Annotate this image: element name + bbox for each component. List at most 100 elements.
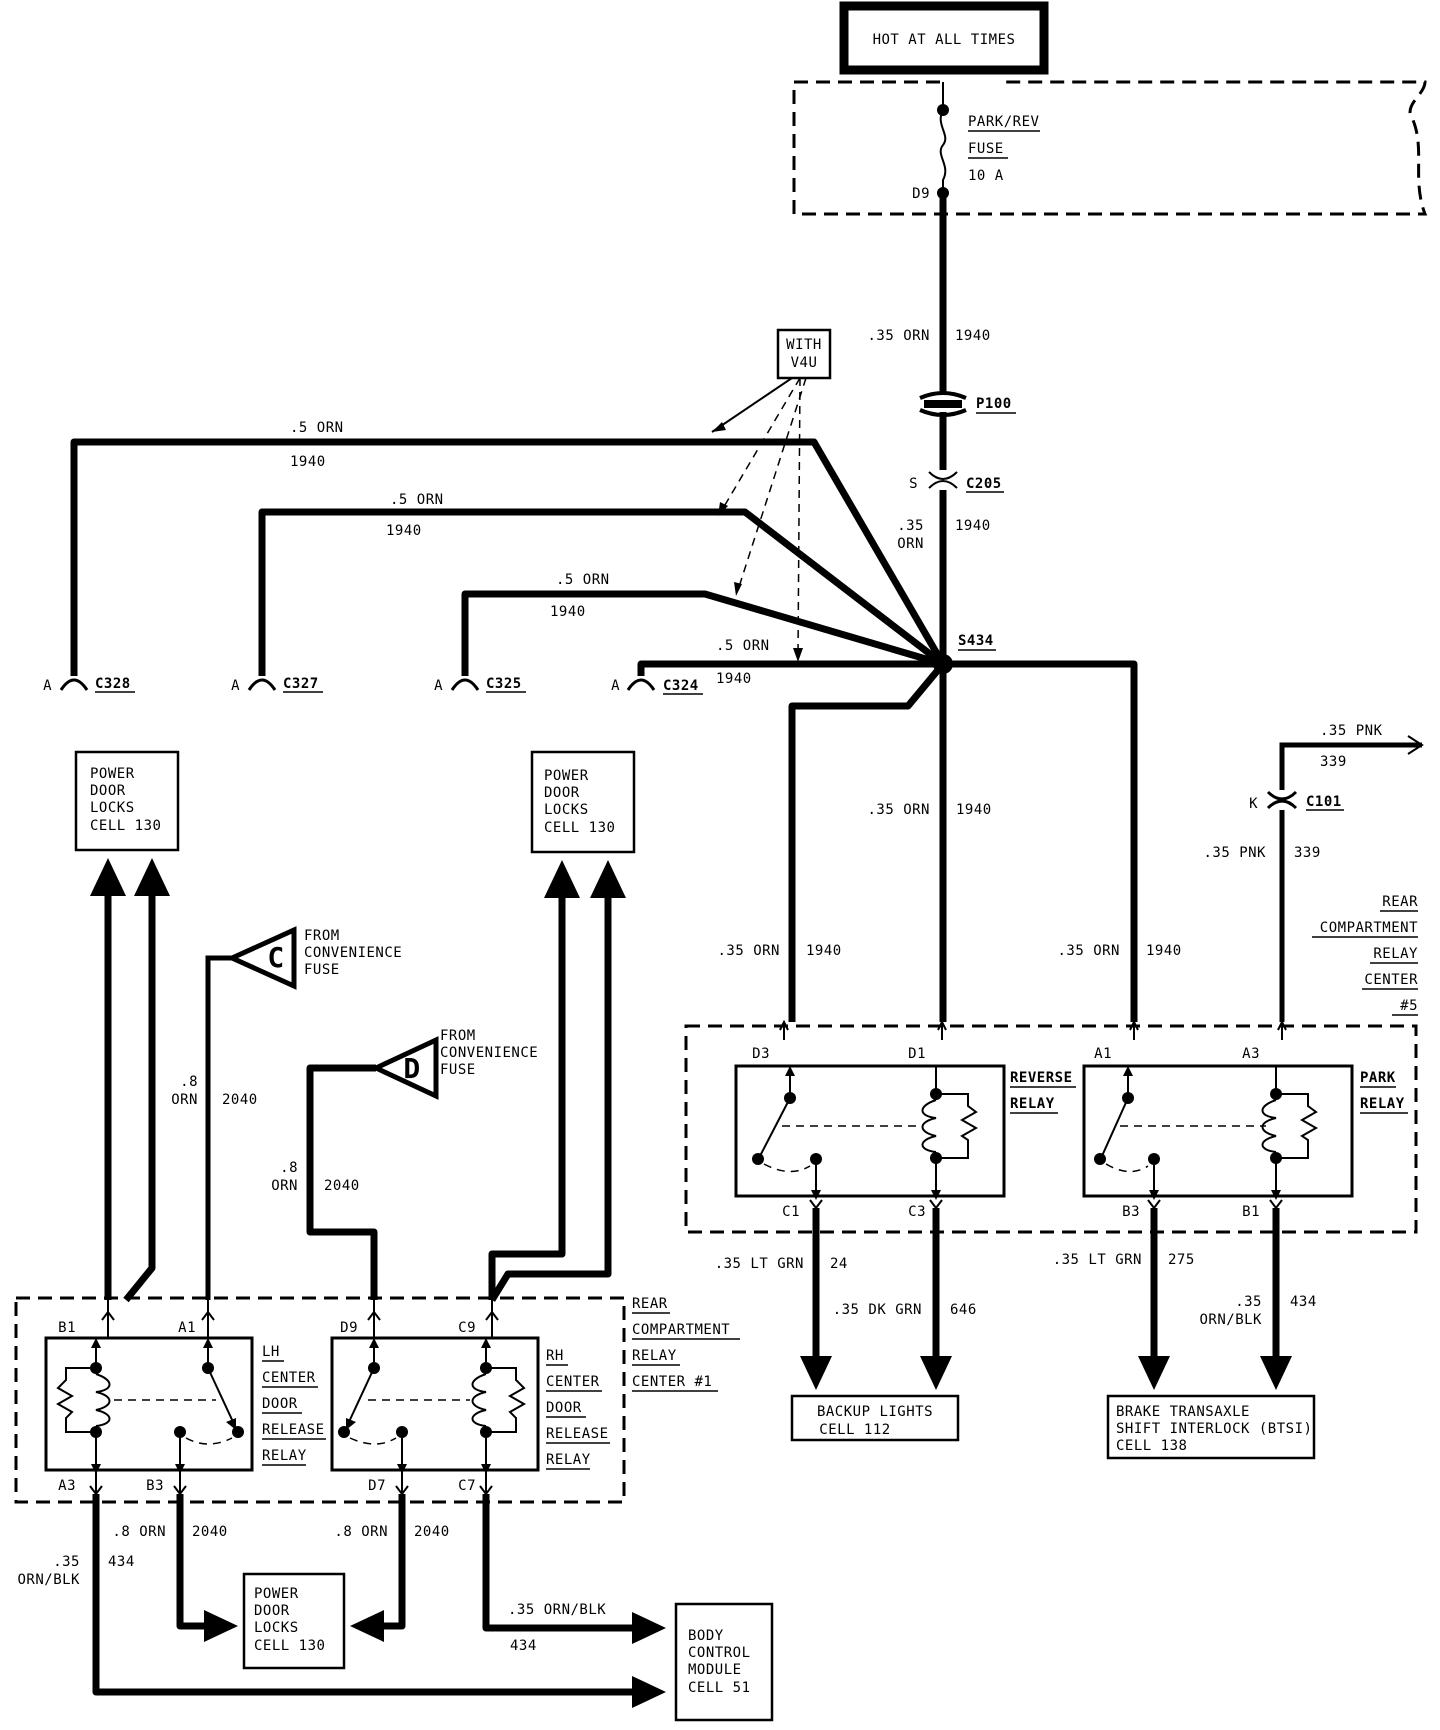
connector-c328: C328	[95, 676, 131, 692]
lh-relay-line1: LH	[262, 1344, 280, 1360]
rh-relay-line1: RH	[546, 1348, 564, 1364]
main-lower-gauge-1: .35	[897, 518, 924, 534]
fuse-word: FUSE	[968, 141, 1004, 157]
b3-out-gauge-l: .8 ORN	[112, 1524, 166, 1540]
branch-c324-circuit: 1940	[716, 671, 752, 687]
conv-c-gauge2: ORN	[171, 1092, 198, 1108]
b1-out-circuit: 434	[1290, 1294, 1317, 1310]
branch-c327: .5 ORN 1940 A C327	[231, 492, 946, 694]
lh-pin-b3: B3	[146, 1478, 164, 1494]
park-pin-a1: A1	[1094, 1046, 1112, 1062]
lh-relay-line5: RELAY	[262, 1448, 307, 1464]
pdl-tr-line4: CELL 130	[544, 820, 615, 836]
c3-out-gauge: .35 DK GRN	[833, 1302, 922, 1318]
rh-relay-line4: RELEASE	[546, 1426, 609, 1442]
rh-pin-c9: C9	[458, 1320, 476, 1336]
rh-pin-c7: C7	[458, 1478, 476, 1494]
a3-out-circuit: 434	[108, 1554, 135, 1570]
pdl-tl-line1: POWER	[90, 766, 135, 782]
rc1-line4: CENTER #1	[632, 1374, 712, 1390]
lh-pin-a3: A3	[58, 1478, 76, 1494]
arrows-to-pdl	[90, 858, 626, 1303]
fuse-rating: 10 A	[968, 168, 1004, 184]
c3-out-circuit: 646	[950, 1302, 977, 1318]
c205-prefix: S	[909, 476, 918, 492]
conv-d-line2: CONVENIENCE	[440, 1045, 538, 1061]
relay-center-1: REAR COMPARTMENT RELAY CENTER #1 B1 A1 A…	[14, 1296, 740, 1504]
pnk-top-gauge: .35 PNK	[1320, 723, 1383, 739]
option-line1: WITH	[786, 337, 822, 353]
conv-d-line1: FROM	[440, 1028, 476, 1044]
rh-pin-d9: D9	[340, 1320, 358, 1336]
b3-out-circuit-l: 2040	[192, 1524, 228, 1540]
bcm-line1: BODY	[688, 1628, 724, 1644]
backup-line2: CELL 112	[819, 1422, 890, 1438]
c7-out-gauge: .35 ORN/BLK	[508, 1602, 606, 1618]
pdl-tl-line2: DOOR	[90, 783, 126, 799]
rc5-line3: RELAY	[1373, 946, 1418, 962]
c205-label: C205	[966, 476, 1002, 492]
a3-out-gauge1: .35	[53, 1554, 80, 1570]
c1-out-circuit: 24	[830, 1256, 848, 1272]
branch-c328-pin: A	[43, 678, 52, 694]
conv-d-gauge1: .8	[280, 1160, 298, 1176]
p100-label: P100	[976, 396, 1012, 412]
lh-relay-line2: CENTER	[262, 1370, 316, 1386]
conv-c-circuit: 2040	[222, 1092, 258, 1108]
center-drop-circuit: 1940	[956, 802, 992, 818]
d3-wire-circuit: 1940	[806, 943, 842, 959]
branch-c327-circuit: 1940	[386, 523, 422, 539]
branch-c325-circuit: 1940	[550, 604, 586, 620]
pdl-tr-line3: LOCKS	[544, 802, 589, 818]
btsi-box	[1106, 1394, 1316, 1460]
connector-p100: P100	[919, 391, 1016, 417]
conv-fuse-c: C FROM CONVENIENCE FUSE .8 ORN 2040	[171, 926, 402, 1300]
relay-center-5: REAR COMPARTMENT RELAY CENTER #5 D3 D1 C…	[684, 894, 1418, 1460]
backup-lights-box	[790, 1394, 960, 1442]
park-pin-b1: B1	[1242, 1204, 1260, 1220]
c1-out-gauge: .35 LT GRN	[715, 1256, 804, 1272]
splice-label: S434	[958, 633, 994, 649]
lh-pin-b1: B1	[58, 1320, 76, 1336]
fuse-block: PARK/REV FUSE 10 A D9	[792, 80, 1428, 216]
branch-c327-pin: A	[231, 678, 240, 694]
d3-wire-gauge: .35 ORN	[717, 943, 780, 959]
bcm-line3: MODULE	[688, 1662, 742, 1678]
connector-c327: C327	[283, 676, 319, 692]
rh-relay: D9 C9 D7 C7 RH CENTER DOOR	[330, 1320, 610, 1494]
power-door-locks-bottom: POWER DOOR LOCKS CELL 130	[242, 1572, 346, 1670]
connector-c325: C325	[486, 676, 522, 692]
conv-d-line3: FUSE	[440, 1062, 476, 1078]
rc5-line2: COMPARTMENT	[1320, 920, 1418, 936]
lh-relay: B1 A1 A3 B3 LH CENTER DOOR	[44, 1320, 326, 1494]
lh-pin-a1: A1	[178, 1320, 196, 1336]
c7-out-circuit: 434	[510, 1638, 537, 1654]
branch-c324-pin: A	[611, 678, 620, 694]
branch-c327-gauge: .5 ORN	[390, 492, 444, 508]
conv-c-line3: FUSE	[304, 962, 340, 978]
pdl-b-line2: DOOR	[254, 1603, 290, 1619]
park-pin-b3: B3	[1122, 1204, 1140, 1220]
btsi-line2: SHIFT INTERLOCK (BTSI)	[1116, 1421, 1312, 1437]
pnk-top-circuit: 339	[1320, 754, 1347, 770]
pdl-b-line3: LOCKS	[254, 1620, 299, 1636]
hot-at-all-times-box: HOT AT ALL TIMES	[839, 1, 1049, 75]
conv-d-letter: D	[403, 1052, 420, 1085]
a1-wire-circuit: 1940	[1146, 943, 1182, 959]
pdl-b-line1: POWER	[254, 1586, 299, 1602]
park-relay-line2: RELAY	[1360, 1096, 1405, 1112]
btsi-line3: CELL 138	[1116, 1438, 1187, 1454]
rev-pin-c1: C1	[782, 1204, 800, 1220]
branch-c325: .5 ORN 1940 A C325	[434, 572, 944, 694]
drop-wires: .35 ORN 1940 .35 ORN 1940 .35 ORN 1940	[717, 660, 1182, 1022]
main-upper-circuit: 1940	[955, 328, 991, 344]
rc1-line2: COMPARTMENT	[632, 1322, 730, 1338]
reverse-relay: D3 D1 C1 C3 REVERSE RELAY	[734, 1019, 1076, 1220]
b3-out-gauge: .35 LT GRN	[1053, 1252, 1142, 1268]
rc5-line1: REAR	[1382, 894, 1418, 910]
connector-c101: C101	[1306, 794, 1342, 810]
rh-relay-line3: DOOR	[546, 1400, 582, 1416]
a1-wire-gauge: .35 ORN	[1057, 943, 1120, 959]
branch-c325-pin: A	[434, 678, 443, 694]
